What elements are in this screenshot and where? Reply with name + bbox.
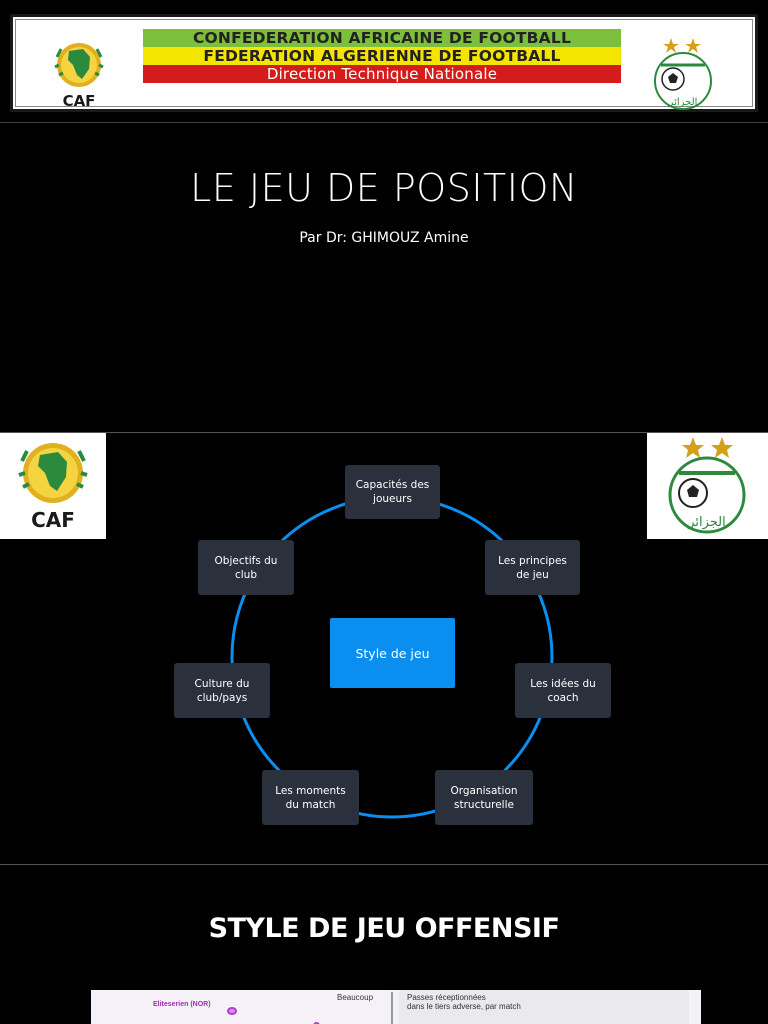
- faf-logo-text: الجزائر: [668, 97, 698, 108]
- chart-plot-area: Eliteserien (NOR) Beaucoup: [91, 990, 387, 1024]
- node-objectifs-du-club: Objectifs du club: [198, 540, 294, 595]
- node-organisation-structurelle: Organisation structurelle: [435, 770, 533, 825]
- faf-logo: الجزائر: [633, 35, 753, 117]
- y-axis-arrow: [391, 992, 393, 1024]
- slide-divider: [0, 432, 768, 433]
- banner-line-caf: CONFEDERATION AFRICAINE DE FOOTBALL: [143, 29, 621, 47]
- chart-image: Eliteserien (NOR) Beaucoup Passes récept…: [91, 990, 701, 1024]
- banner-line-faf: FEDERATION ALGERIENNE DE FOOTBALL: [143, 47, 621, 65]
- chart-legend-panel: Passes réceptionnées dans le tiers adver…: [399, 990, 689, 1024]
- node-moments-du-match: Les moments du match: [262, 770, 359, 825]
- center-style-de-jeu: Style de jeu: [330, 618, 455, 688]
- node-capacites-des-joueurs: Capacités des joueurs: [345, 465, 440, 519]
- metric-label-line2: dans le tiers adverse, par match: [407, 1002, 521, 1011]
- caf-logo-text: CAF: [31, 508, 75, 532]
- metric-label-line1: Passes réceptionnées: [407, 993, 486, 1002]
- slide-title: STYLE DE JEU OFFENSIF: [208, 913, 560, 944]
- style-de-jeu-slide: CAF الجزائر Style de jeu Capacités des j…: [0, 432, 768, 865]
- presentation-author: Par Dr: GHIMOUZ Amine: [299, 230, 469, 246]
- caf-logo: CAF: [33, 35, 133, 117]
- node-culture-du-club: Culture du club/pays: [174, 663, 270, 718]
- style-offensif-slide: STYLE DE JEU OFFENSIF Eliteserien (NOR) …: [0, 865, 768, 1024]
- presentation-title: LE JEU DE POSITION: [190, 166, 578, 210]
- point-label: Eliteserien (NOR): [153, 1001, 211, 1008]
- axis-top-label: Beaucoup: [337, 993, 374, 1002]
- node-principes-de-jeu: Les principes de jeu: [485, 540, 580, 595]
- slide-divider: [0, 864, 768, 865]
- data-point: [313, 1022, 320, 1024]
- data-point: [227, 1007, 237, 1015]
- caf-logo-text: CAF: [63, 92, 96, 110]
- node-idees-du-coach: Les idées du coach: [515, 663, 611, 718]
- banner-line-dtn: Direction Technique Nationale: [143, 65, 621, 83]
- separator-line: [0, 122, 768, 123]
- banner-stripes: CONFEDERATION AFRICAINE DE FOOTBALL FEDE…: [143, 29, 621, 105]
- faf-logo-text: الجزائر: [687, 515, 726, 530]
- title-slide: CAF CONFEDERATION AFRICAINE DE FOOTBALL …: [0, 0, 768, 432]
- faf-logo: الجزائر: [647, 433, 768, 539]
- federation-banner: CAF CONFEDERATION AFRICAINE DE FOOTBALL …: [10, 14, 758, 112]
- caf-logo: CAF: [0, 433, 106, 539]
